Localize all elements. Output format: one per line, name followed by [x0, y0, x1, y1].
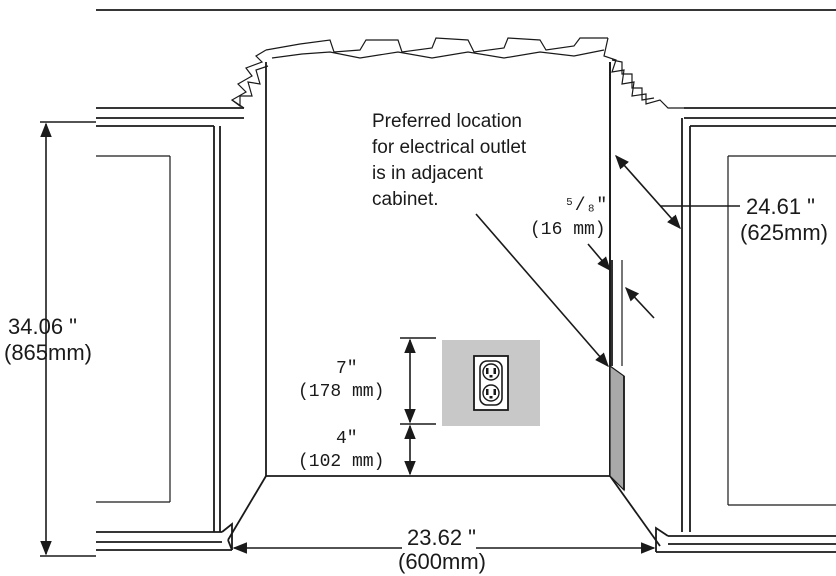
gap-strip [609, 364, 625, 492]
outlet-offset-metric-label: (102 mm) [298, 452, 384, 472]
outlet-height-dimension [400, 337, 436, 425]
left-cabinet [96, 107, 244, 551]
outlet-height-imperial-label: 7" [336, 359, 358, 379]
annotation-line-3: is in adjacent [372, 163, 484, 184]
depth-dimension [615, 154, 740, 230]
width-metric-label: (600mm) [398, 549, 486, 574]
gap-metric-label: (16 mm) [530, 220, 606, 240]
right-cabinet [655, 107, 836, 553]
width-imperial-label: 23.62 " [407, 525, 476, 550]
depth-imperial-label: 24.61 " [746, 194, 815, 219]
gap-dimension [587, 243, 655, 319]
annotation-line-4: cabinet. [372, 189, 439, 210]
gap-imperial-label: ⁵/₈" [564, 196, 607, 216]
height-metric-label: (865mm) [4, 340, 92, 365]
height-dimension [40, 121, 96, 557]
annotation-leader [475, 213, 609, 368]
outlet-offset-imperial-label: 4" [336, 429, 358, 449]
height-imperial-label: 34.06 " [8, 314, 77, 339]
depth-metric-label: (625mm) [740, 220, 828, 245]
annotation-line-2: for electrical outlet [372, 137, 527, 158]
electrical-outlet-icon [473, 355, 509, 411]
annotation-line-1: Preferred location [372, 111, 522, 132]
outlet-height-metric-label: (178 mm) [298, 382, 384, 402]
